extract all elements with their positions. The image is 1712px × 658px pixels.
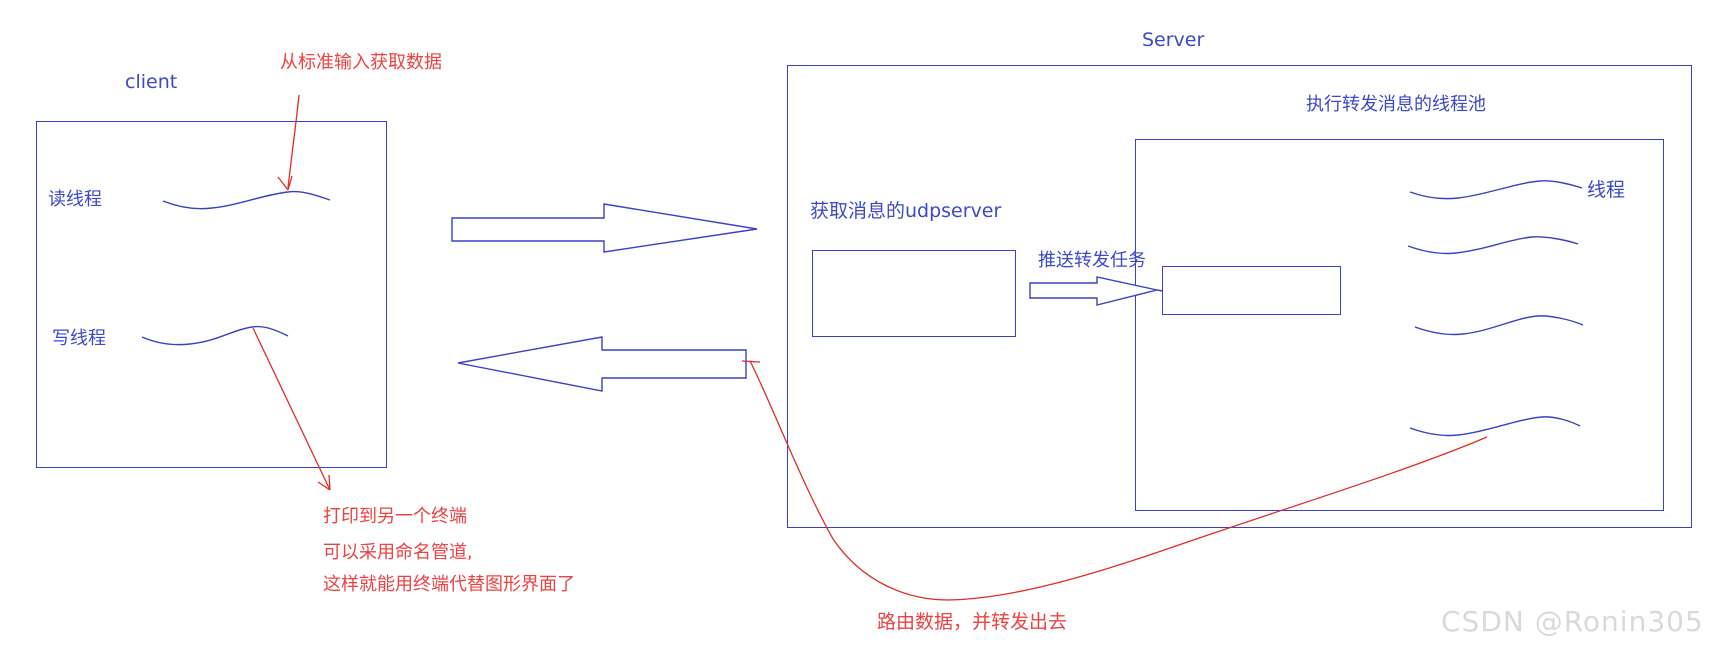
client-title: client (125, 71, 178, 93)
csdn-watermark: CSDN @Ronin305 (1441, 605, 1704, 638)
push-task-label: 推送转发任务 (1038, 250, 1146, 271)
task-queue-box (1162, 266, 1341, 315)
print-note-line3: 这样就能用终端代替图形界面了 (323, 574, 575, 595)
udpserver-box (812, 250, 1016, 337)
route-note: 路由数据，并转发出去 (877, 611, 1068, 633)
thread-label: 线程 (1587, 179, 1626, 201)
read-thread-label: 读线程 (48, 189, 102, 210)
print-note-line2: 可以采用命名管道, (323, 542, 473, 563)
left-arrow-icon (457, 336, 747, 392)
route-curve-tick (741, 360, 761, 363)
client-box (36, 121, 387, 468)
right-arrow-icon (451, 203, 758, 253)
thread-pool-title: 执行转发消息的线程池 (1306, 94, 1486, 115)
print-note-line1: 打印到另一个终端 (323, 506, 467, 527)
thread-pool-box (1135, 139, 1664, 511)
write-thread-label: 写线程 (52, 328, 106, 349)
stdin-note: 从标准输入获取数据 (280, 52, 442, 73)
server-title: Server (1142, 29, 1205, 51)
udpserver-label: 获取消息的udpserver (810, 200, 1002, 222)
